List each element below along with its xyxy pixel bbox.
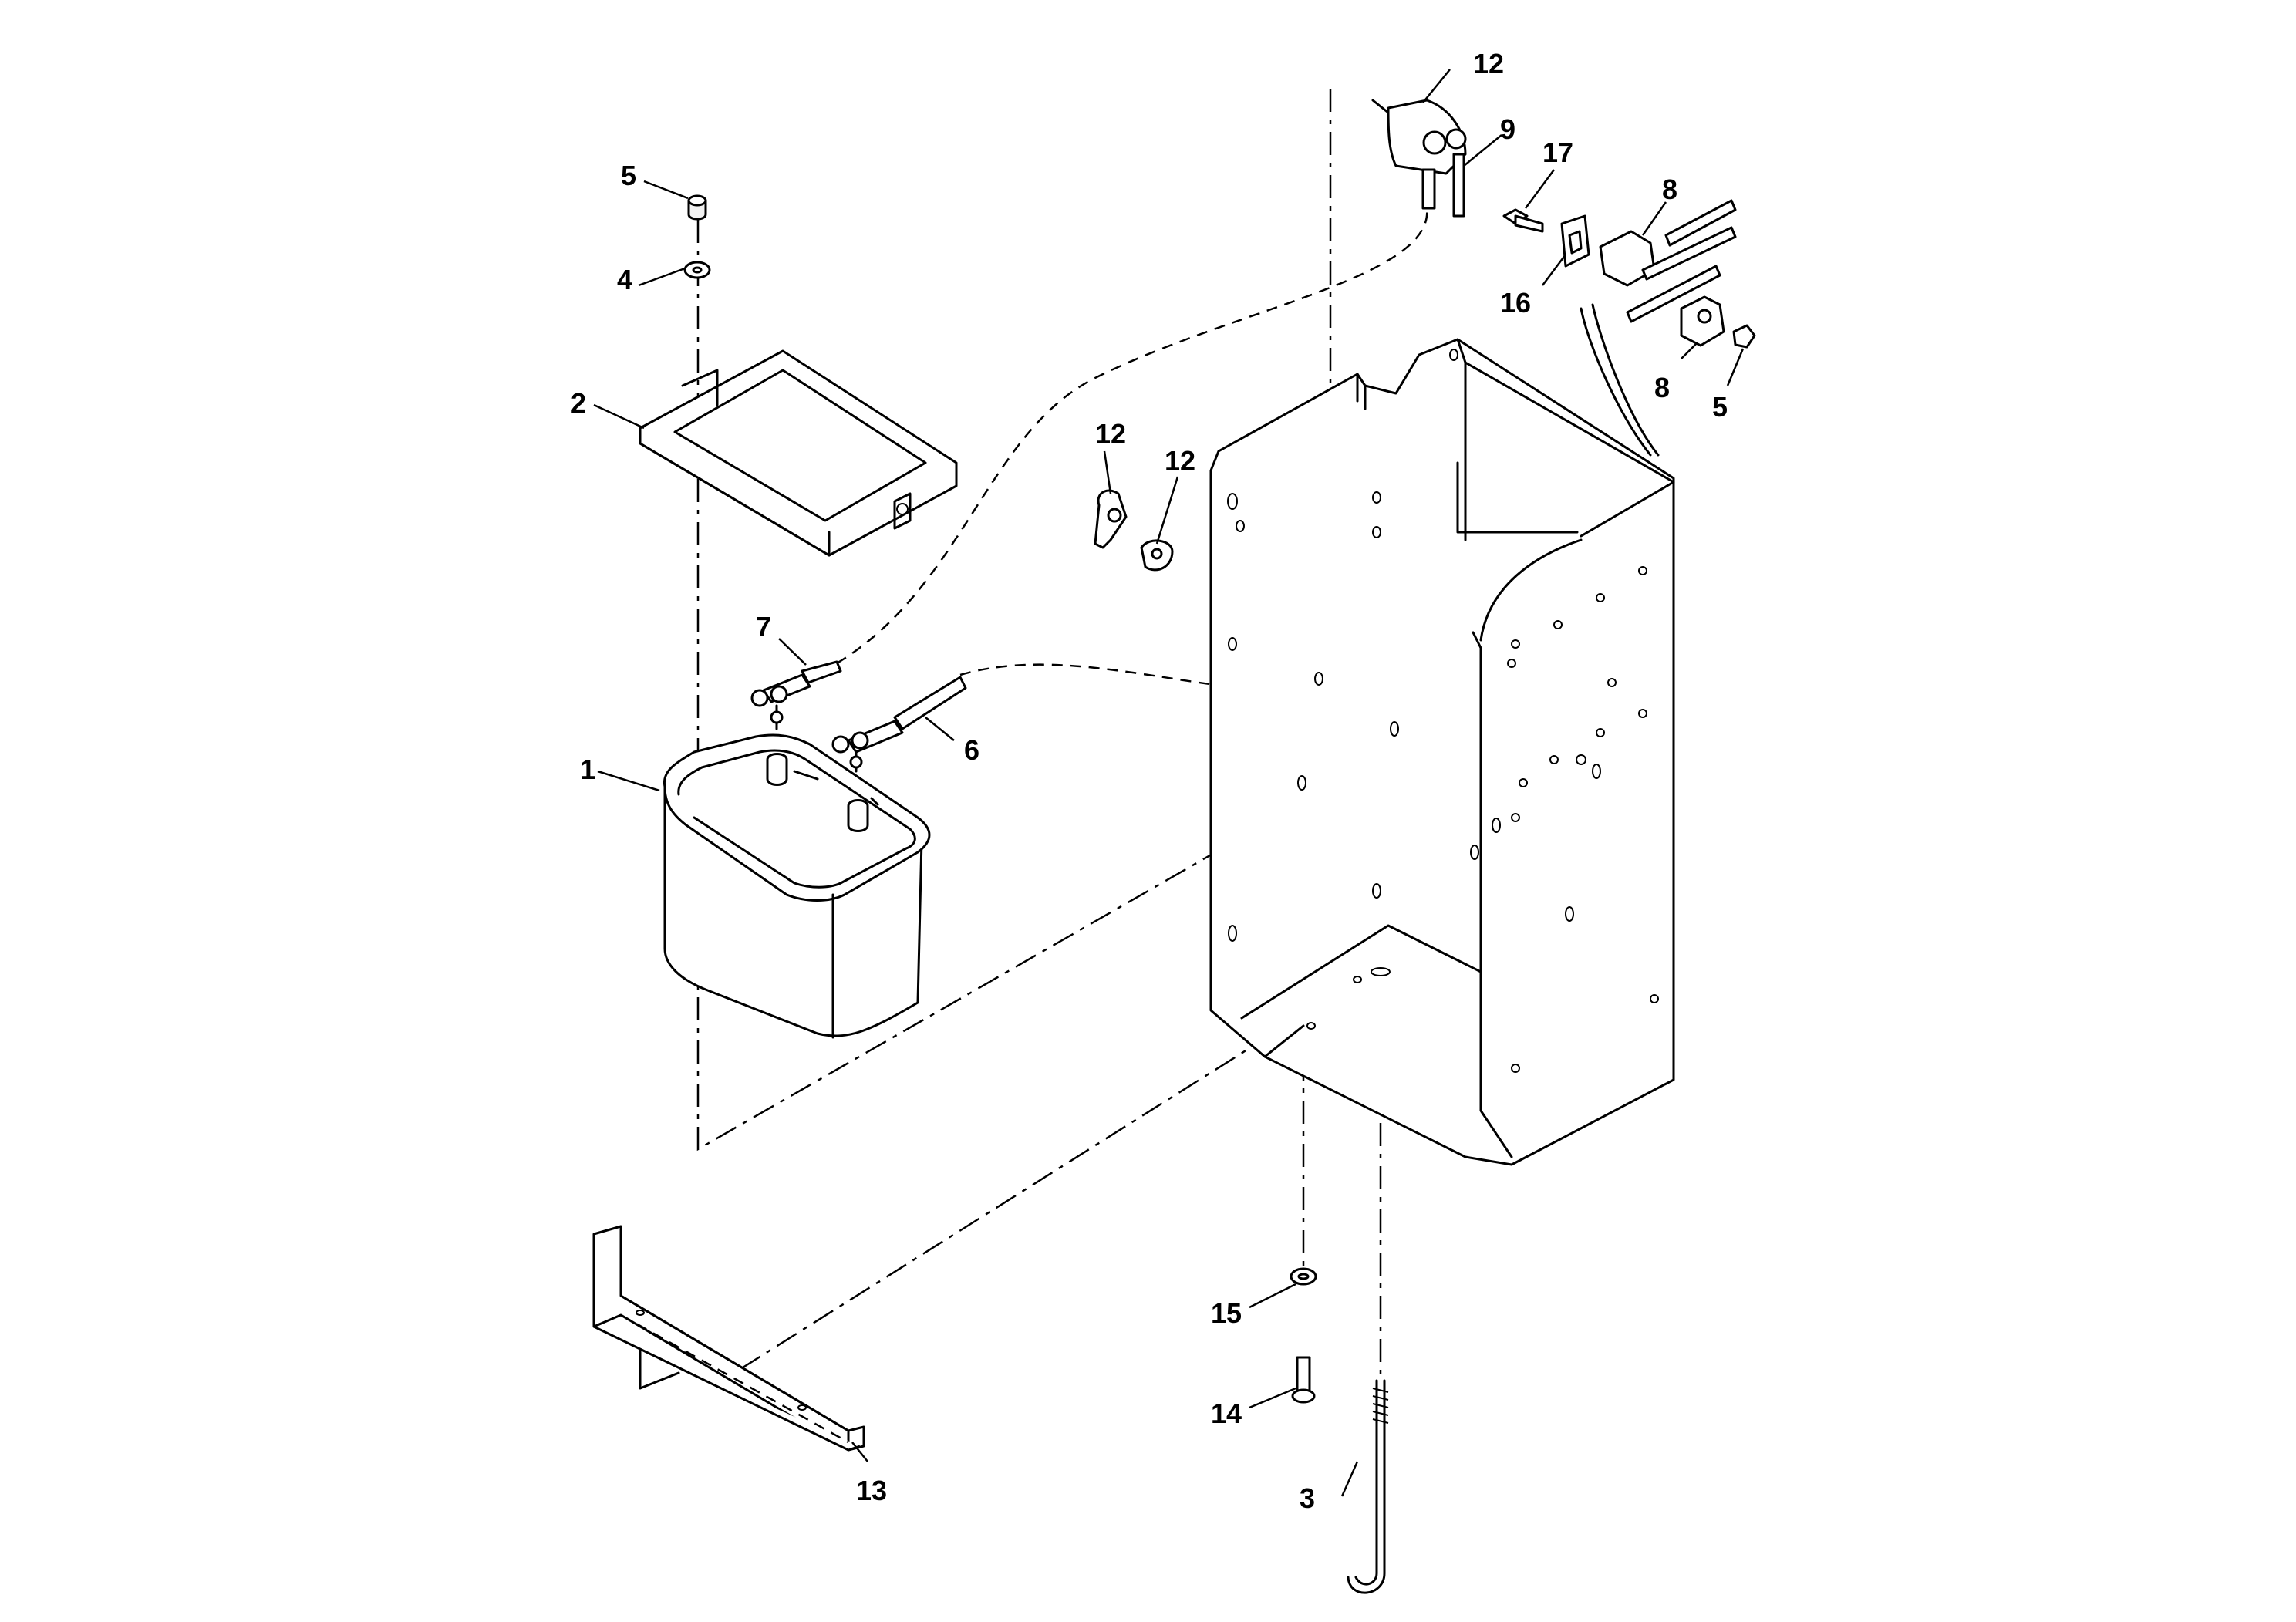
callout-5-right: 5	[1712, 391, 1728, 423]
callout-8-bottom: 8	[1654, 372, 1670, 403]
callout-13: 13	[856, 1475, 887, 1506]
clamp-assembly	[1502, 199, 1756, 457]
switch-washer	[1140, 539, 1174, 572]
battery-box	[1209, 338, 1675, 1166]
callout-2: 2	[571, 387, 586, 419]
washer-15	[1290, 1267, 1317, 1286]
callout-8-top: 8	[1662, 174, 1677, 205]
hold-down-frame	[639, 349, 958, 557]
nut-5-left	[687, 194, 707, 221]
box-holes	[1227, 349, 1659, 1073]
callout-4: 4	[617, 264, 632, 295]
battery-cable-6	[831, 676, 967, 773]
callout-labels: 1 2 3 4 5 5 6 7 8 8 9 12 12 12 13 14 15 …	[571, 48, 1728, 1514]
callout-12-top: 12	[1473, 48, 1504, 79]
callout-15: 15	[1211, 1297, 1242, 1329]
callout-17: 17	[1542, 137, 1573, 168]
battery-switch	[1371, 99, 1467, 218]
j-bolt-3	[1347, 1379, 1389, 1594]
switch-knob	[1094, 489, 1128, 549]
callout-12-washer: 12	[1165, 445, 1195, 477]
bracket-13	[592, 1225, 865, 1452]
callout-9: 9	[1500, 113, 1515, 145]
callout-3: 3	[1300, 1482, 1315, 1514]
leader-lines	[593, 69, 1745, 1497]
callout-5-left: 5	[621, 160, 636, 191]
washer-4	[683, 261, 711, 279]
callout-16: 16	[1500, 287, 1531, 319]
bolt-14	[1291, 1356, 1316, 1404]
callout-6: 6	[964, 734, 979, 766]
battery-cable-7	[750, 660, 842, 730]
callout-12-knob: 12	[1095, 418, 1126, 450]
battery	[663, 733, 931, 1039]
callout-1: 1	[580, 754, 595, 785]
callout-14: 14	[1211, 1398, 1242, 1429]
callout-7: 7	[756, 611, 771, 642]
